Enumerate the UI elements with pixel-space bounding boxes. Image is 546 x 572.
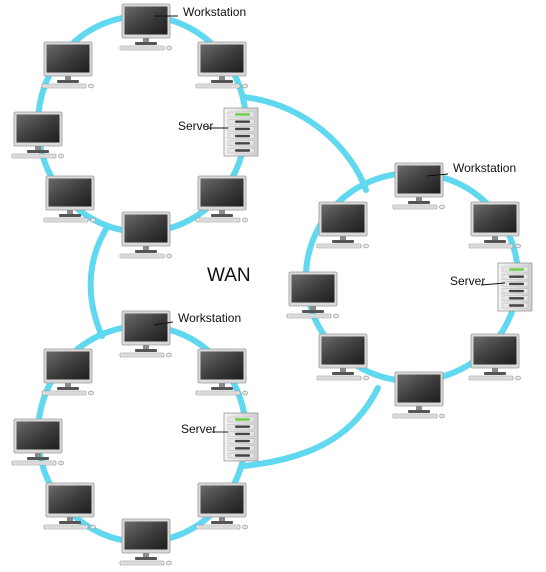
ring-top-left-server-label: Server	[178, 119, 213, 133]
ring-right-server-label: Server	[450, 274, 485, 288]
ring-right-workstation-2	[316, 201, 369, 249]
ring-bottom-left-server	[223, 412, 259, 462]
ring-right-workstation-4	[286, 271, 339, 319]
callout-line-right-server	[480, 282, 506, 286]
ring-top-left-workstation-label: Workstation	[183, 5, 246, 19]
ring-bottom-left-server-label: Server	[181, 422, 216, 436]
ring-top-left-workstation-2	[41, 41, 94, 89]
wan-link-top-to-right	[241, 94, 369, 193]
ring-right-workstation-label: Workstation	[453, 161, 516, 175]
callout-lines	[153, 15, 506, 433]
ring-top-left-workstation-7	[119, 211, 172, 259]
ring-bottom-left-workstation-4	[11, 418, 64, 466]
callout-line-bottom-left-workstation	[153, 321, 174, 326]
ring-bottom-left-workstation-3	[195, 348, 248, 396]
ring-top-left-workstation-1	[119, 3, 172, 51]
workstations	[11, 3, 521, 566]
ring-top-left-workstation-3	[195, 41, 248, 89]
ring-bottom-left-workstation-2	[41, 348, 94, 396]
servers	[223, 107, 533, 462]
ring-right-workstation-5	[316, 333, 369, 381]
ring-right-server	[497, 262, 533, 312]
callout-line-right-workstation	[426, 173, 449, 177]
ring-top-left-workstation-5	[43, 175, 96, 223]
wan-label: WAN	[207, 265, 251, 286]
ring-bottom-left-workstation-5	[43, 482, 96, 530]
ring-right-workstation-3	[468, 201, 521, 249]
ring-bottom-left-workstation-6	[195, 482, 248, 530]
ring-bottom-left-workstation-label: Workstation	[178, 311, 241, 325]
ring-top-left-workstation-6	[195, 175, 248, 223]
ring-top-left-workstation-4	[11, 111, 64, 159]
wan-links	[35, 13, 521, 545]
ring-bottom-left-workstation-1	[119, 310, 172, 358]
ring-bottom-left-workstation-7	[119, 518, 172, 566]
wan-link-right-to-bottom	[241, 385, 381, 469]
ring-right-workstation-1	[392, 162, 445, 210]
ring-right-workstation-6	[468, 333, 521, 381]
ring-right-workstation-7	[392, 371, 445, 419]
ring-top-left-server	[223, 107, 259, 157]
wan-link-top-to-bottom	[87, 223, 111, 339]
